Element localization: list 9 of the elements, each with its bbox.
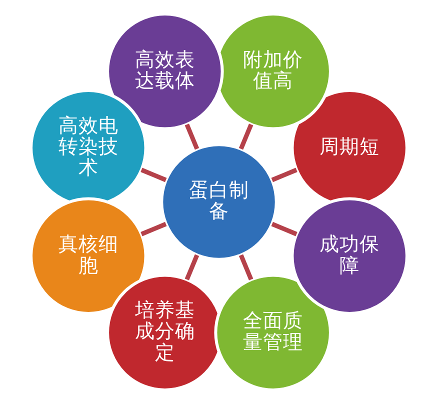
connector [140, 168, 166, 182]
node-circle: 全面质量管理 [214, 274, 332, 392]
connector [140, 222, 166, 236]
connector [184, 254, 199, 280]
connector [270, 222, 297, 236]
connector [270, 168, 297, 182]
connector [238, 124, 253, 150]
connector [238, 254, 253, 280]
connector [184, 124, 199, 150]
